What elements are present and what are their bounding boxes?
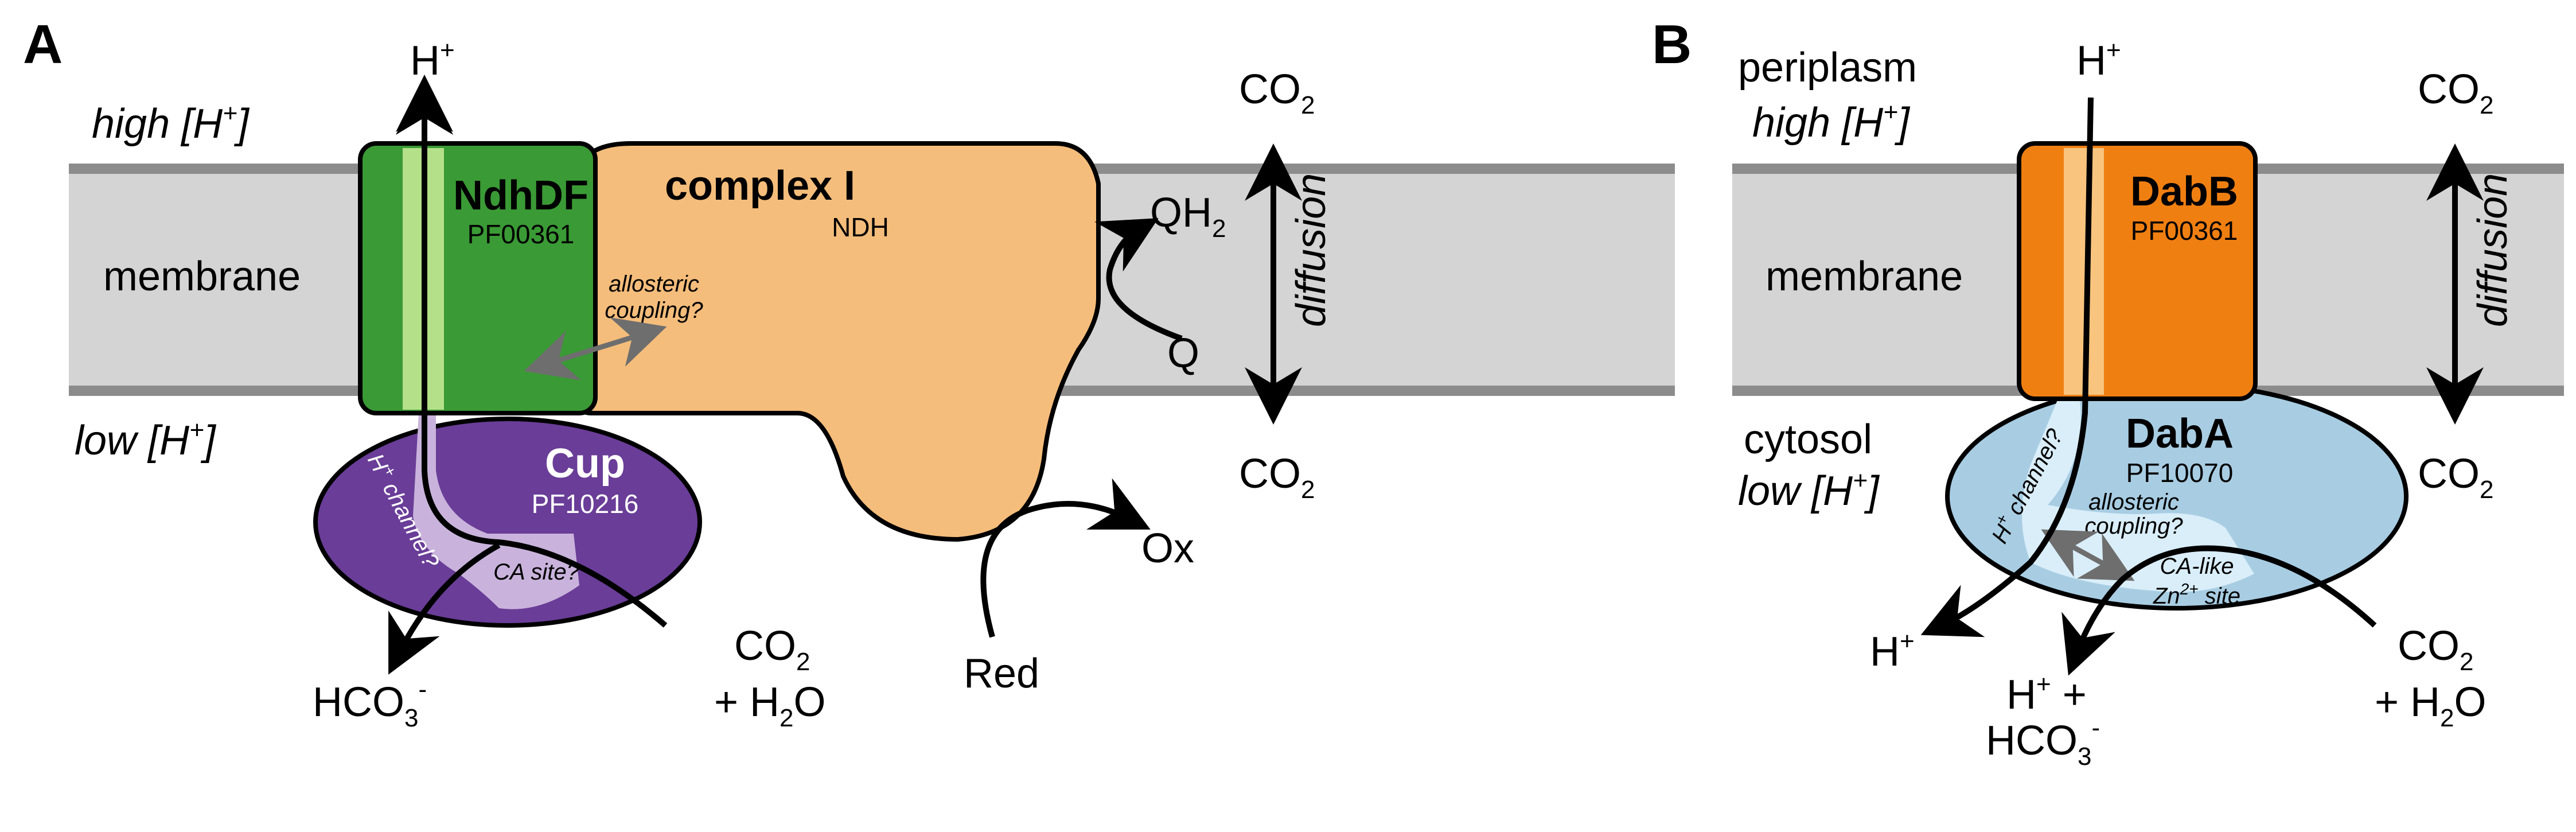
daba-name: DabA — [2126, 411, 2234, 457]
allosteric-arrow-a — [524, 317, 667, 380]
bicarbonate-arrow-a — [388, 542, 501, 675]
q-label: Q — [1167, 331, 1199, 376]
ndhdf-pfam: PF00361 — [467, 219, 575, 249]
diffusion-label-a: diffusion — [1288, 173, 1334, 327]
h-plus-label-a: H+ — [410, 36, 455, 84]
cup-shape — [313, 417, 702, 628]
complex-i-name: complex I — [665, 163, 855, 209]
cytosol-label: cytosol — [1744, 417, 1872, 462]
panel-b: B periplasm high [H+] membrane cytosol l… — [1652, 14, 2564, 771]
redox-arrow — [980, 478, 1151, 638]
complex-i-sub: NDH — [832, 212, 889, 242]
co2-bottom-label-a: CO2 — [1239, 451, 1315, 504]
panel-b-letter: B — [1652, 14, 1692, 75]
hco3-label-a: HCO3- — [313, 675, 427, 732]
diffusion-label-b: diffusion — [2470, 173, 2516, 327]
high-h-label-a: high [H+] — [92, 99, 250, 147]
allosteric-arrow-b — [2041, 529, 2135, 581]
dabb-pfam: PF00361 — [2131, 216, 2238, 246]
panel-a: A high [H+] low [H+] membrane complex I … — [23, 14, 1675, 732]
membrane-label-b: membrane — [1766, 254, 1963, 300]
low-h-label-b: low [H+] — [1738, 466, 1880, 514]
complex-i-shape — [577, 141, 1101, 542]
periplasm-label: periplasm — [1738, 45, 1917, 91]
panel-a-letter: A — [23, 14, 63, 75]
co2-top-label-b: CO2 — [2418, 67, 2493, 119]
high-h-label-b: high [H+] — [1752, 98, 1911, 146]
qh2-label: QH2 — [1150, 190, 1226, 243]
low-h-label-a: low [H+] — [75, 416, 217, 464]
co2-bottom-label-b: CO2 — [2418, 451, 2493, 504]
h-hco3-label-b: H+ +HCO3- — [1986, 670, 2100, 771]
cup-name: Cup — [545, 441, 625, 487]
h-plus-left-label-b: H+ — [1870, 627, 1915, 675]
dabb-name: DabB — [2130, 169, 2238, 215]
ca-site-label-a: CA site? — [493, 559, 579, 585]
cup-pfam: PF10216 — [532, 489, 639, 519]
co2-top-label-a: CO2 — [1239, 67, 1315, 119]
co2-hydration-path-b — [2061, 545, 2377, 676]
membrane-label-a: membrane — [103, 254, 301, 300]
cup-channel — [413, 413, 579, 609]
red-label: Red — [964, 651, 1039, 697]
ndhdf-name: NdhDF — [453, 173, 589, 219]
ox-label: Ox — [1141, 526, 1194, 571]
co2-h2o-label-a: CO2+ H2O — [714, 623, 826, 732]
quinone-arrow — [1094, 218, 1183, 341]
h-plus-top-label-b: H+ — [2076, 36, 2121, 84]
daba-pfam: PF10070 — [2126, 458, 2234, 488]
proton-path-a — [396, 75, 668, 628]
co2-h2o-label-b: CO2+ H2O — [2375, 623, 2487, 732]
proton-path-b — [1920, 97, 2094, 637]
